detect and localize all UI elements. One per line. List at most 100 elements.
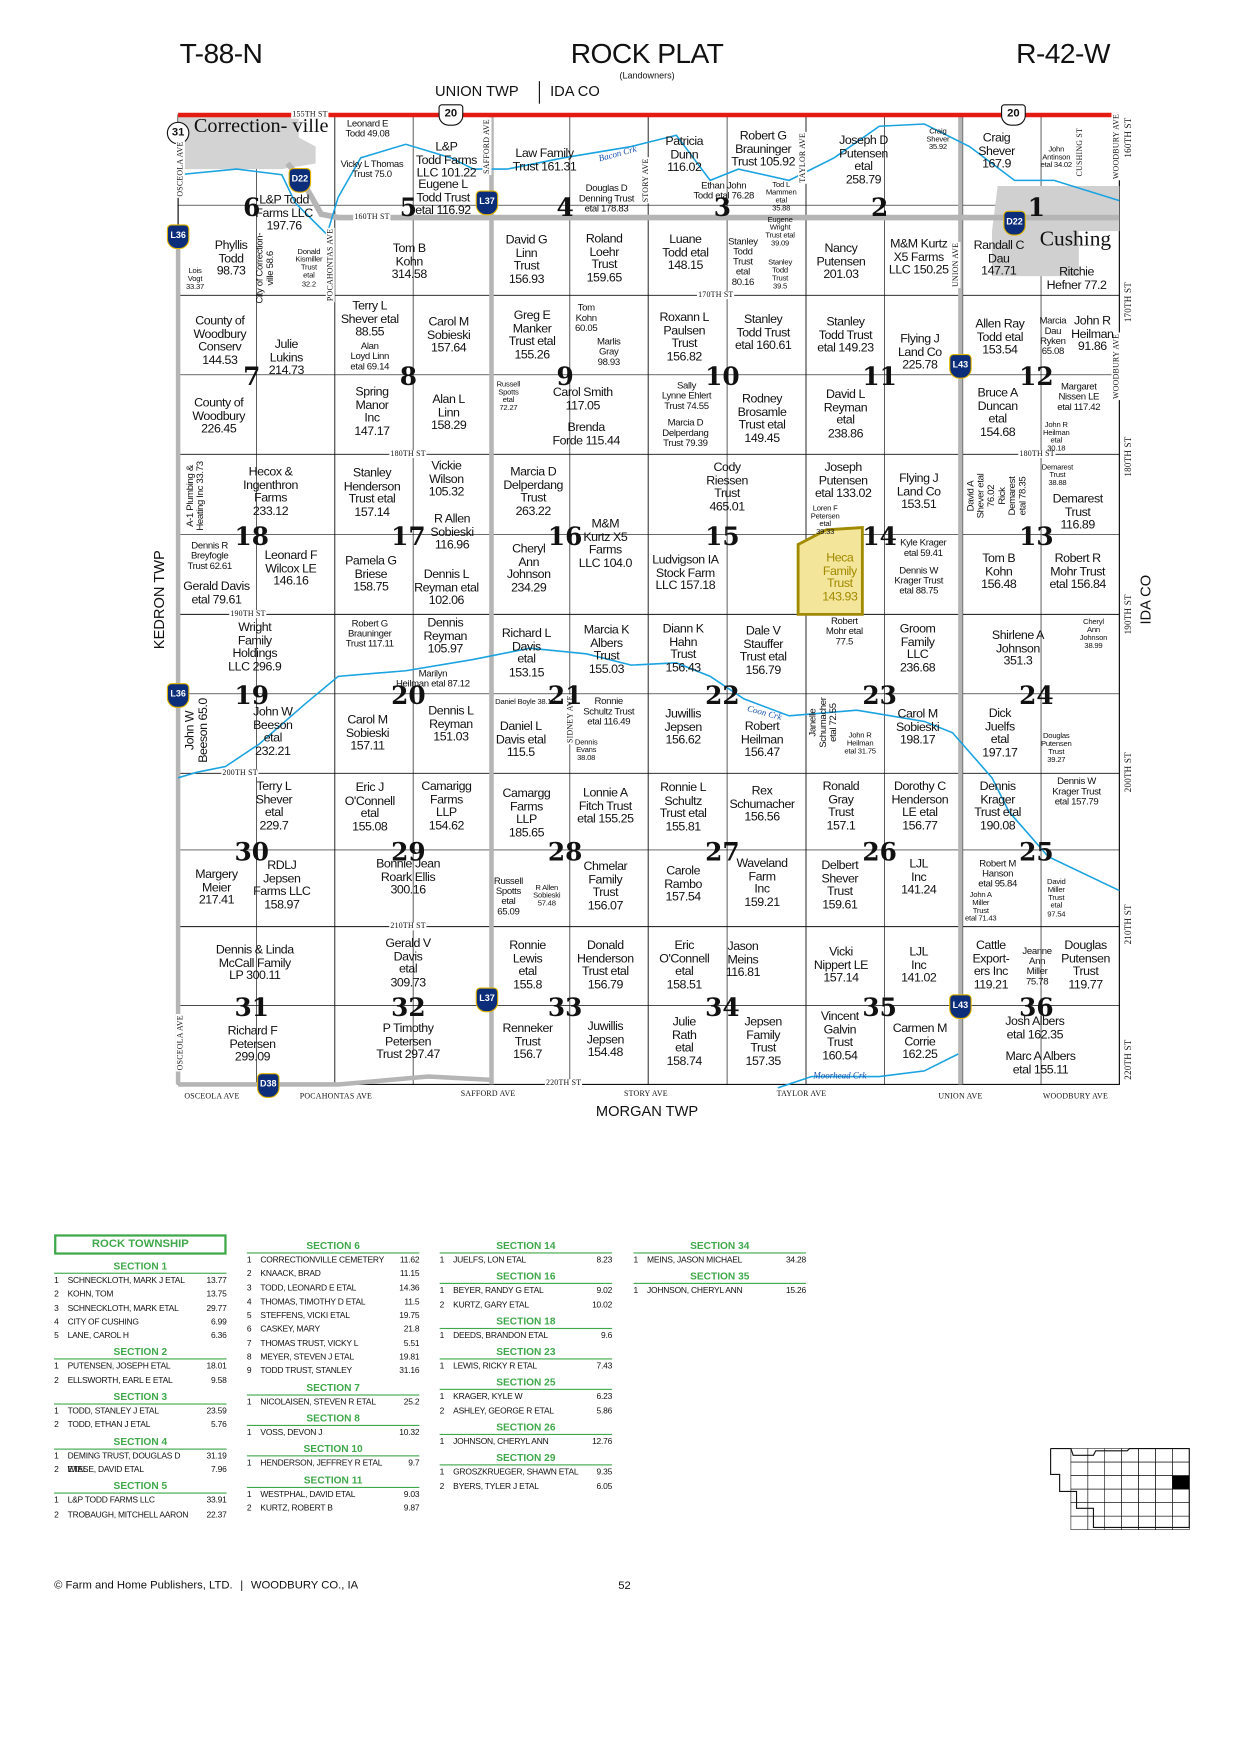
parcel-label: Tom B Kohn 156.48 bbox=[981, 552, 1017, 592]
parcel-label: Ronnie Schultz Trust etal 116.49 bbox=[583, 695, 635, 727]
parcel-label: Josh Albers etal 162.35 bbox=[1005, 1015, 1065, 1042]
parcel-label: Roland Loehr Trust 159.65 bbox=[585, 232, 623, 285]
owner-name: BYERS, TYLER J ETAL bbox=[453, 1480, 539, 1492]
parcel-label: Ritchie Hefner 77.2 bbox=[1046, 265, 1107, 292]
owner-name: TROBAUGH, MITCHELL AARON bbox=[67, 1508, 189, 1520]
parcel-number: 2 bbox=[54, 1419, 59, 1430]
parcel-label: Dennis Evans 38.08 bbox=[574, 738, 598, 763]
parcel-number: 1 bbox=[54, 1274, 59, 1286]
road-label-170th-st: 170TH ST bbox=[697, 290, 735, 300]
parcel-number: 1 bbox=[246, 1396, 252, 1407]
road-label-woodbury-ave-vertical: WOODBURY AVE bbox=[1111, 112, 1121, 181]
parcel-label: Dennis Krager Trust etal 190.08 bbox=[974, 779, 1021, 833]
parcel-label: Eric J O'Connell etal 155.08 bbox=[344, 781, 395, 834]
section-number-20: 20 bbox=[391, 681, 426, 712]
parcel-number: 1 bbox=[54, 1450, 59, 1461]
parcel-label: Dennis L Reyman 151.03 bbox=[428, 704, 474, 744]
parcel-label: Vicky L Thomas Trust 75.0 bbox=[340, 157, 404, 180]
section-number-35: 35 bbox=[862, 993, 897, 1023]
page-subtitle: (Landowners) bbox=[619, 70, 675, 81]
parcel-label: John Antinson etal 34.02 bbox=[1040, 145, 1073, 170]
parcel-label: Ronald Gray Trust 157.1 bbox=[822, 779, 860, 833]
parcel-label: Law Family Trust 161.31 bbox=[512, 147, 577, 174]
parcel-label: Spring Manor Inc 147.17 bbox=[354, 385, 390, 438]
parcel-label: Luane Todd etal 148.15 bbox=[662, 232, 709, 273]
owner-name: CITY OF CUSHING bbox=[67, 1316, 139, 1327]
road-label-220th-st: 220TH ST bbox=[544, 1078, 583, 1088]
road-label-cushing-st: CUSHING ST bbox=[1075, 126, 1085, 178]
parcel-label: John R Heilman 91.86 bbox=[1071, 314, 1114, 354]
acreage: 7.96 bbox=[211, 1464, 227, 1475]
road-label-union-ave: UNION AVE bbox=[937, 1091, 984, 1101]
parcel-label: County of Woodbury Conserv 144.53 bbox=[193, 314, 247, 367]
parcel-label: Heca Family Trust 143.93 bbox=[822, 551, 858, 604]
road-label-taylor-ave: TAYLOR AVE bbox=[775, 1089, 828, 1099]
county-road-l37-shield: L37 bbox=[475, 190, 499, 216]
parcel-label: Diann K Hahn Trust 156.43 bbox=[662, 622, 704, 675]
parcel-label: Robert R Mohr Trust etal 156.84 bbox=[1049, 552, 1106, 592]
section-number-16: 16 bbox=[547, 522, 583, 552]
parcel-label: Roxann L Paulsen Trust 156.82 bbox=[659, 311, 710, 364]
owner-name: LANE, CAROL H bbox=[67, 1330, 129, 1341]
parcel-label: Craig Shever 167.9 bbox=[978, 131, 1015, 172]
page-number: 52 bbox=[618, 1580, 631, 1593]
parcel-label: Margery Meier 217.41 bbox=[195, 867, 238, 908]
parcel-label: Dennis Reyman 105.97 bbox=[423, 616, 468, 656]
map-graphics bbox=[175, 112, 1120, 1089]
county-outline bbox=[1050, 1447, 1190, 1529]
parcel-number: 1 bbox=[633, 1254, 639, 1265]
acreage: 23.59 bbox=[206, 1405, 227, 1416]
moorhead-creek-label: Moorhead Crk bbox=[813, 1070, 867, 1081]
parcel-label: Daniel Boyle 38.18 bbox=[495, 698, 556, 707]
parcel-label: Russell Spotts etal 72.27 bbox=[496, 380, 521, 413]
owner-name: THOMAS, TIMOTHY D ETAL bbox=[260, 1296, 366, 1307]
acreage: 5.76 bbox=[211, 1419, 227, 1430]
road-label-180th-st: 180TH ST bbox=[389, 449, 427, 459]
owner-name: HENDERSON, JEFFREY R ETAL bbox=[260, 1457, 383, 1469]
section-number-17: 17 bbox=[391, 522, 426, 552]
county-label: WOODBURY CO., IA bbox=[250, 1579, 359, 1592]
parcel-label: Cattle Export- ers Inc 119.21 bbox=[972, 938, 1010, 992]
current-township-cell bbox=[1172, 1475, 1190, 1490]
parcel-label: Sally Lynne Ehlert Trust 74.55 bbox=[661, 379, 712, 411]
parcel-label: Richard F Petersen 299.09 bbox=[227, 1024, 278, 1064]
parcel-label: Eugene Wright Trust etal 39.09 bbox=[765, 216, 795, 249]
owner-name: L&P TODD FARMS LLC bbox=[67, 1495, 155, 1506]
owner-name: TODD, STANLEY J ETAL bbox=[67, 1405, 159, 1416]
owner-name: CASKEY, MARY bbox=[260, 1323, 320, 1335]
parcel-label: Nancy Putensen 201.03 bbox=[816, 242, 866, 282]
road-label-160th-st: 160TH ST bbox=[353, 212, 391, 222]
acreage: 15.26 bbox=[785, 1285, 806, 1296]
parcel-label: Dale V Stauffer Trust etal 156.79 bbox=[739, 624, 787, 677]
parcel-label: Craig Shever 35.92 bbox=[926, 127, 950, 152]
parcel-label: Demarest Trust 38.88 bbox=[1041, 463, 1074, 488]
parcel-label: Leonard F Wilcox LE 146.16 bbox=[264, 548, 318, 589]
parcel-label: Jason Meins 116.81 bbox=[725, 939, 761, 980]
section-number-11: 11 bbox=[862, 362, 897, 393]
parcel-label: Richard L Davis etal 153.15 bbox=[501, 626, 551, 680]
section-number-24: 24 bbox=[1019, 681, 1054, 712]
owner-name: TODD, ETHAN J ETAL bbox=[67, 1419, 151, 1430]
parcel-label: Demarest Trust 116.89 bbox=[1052, 492, 1104, 532]
section-number-19: 19 bbox=[234, 681, 270, 712]
moorhead-creek bbox=[777, 1053, 959, 1089]
footer-divider: | bbox=[240, 1579, 244, 1592]
road-label-210th-st-east: 210TH ST bbox=[1123, 903, 1134, 946]
parcel-label: Rodney Brosamle Trust etal 149.45 bbox=[737, 392, 787, 445]
acreage: 19.81 bbox=[399, 1351, 420, 1362]
legend-section-header: SECTION 35 bbox=[633, 1270, 806, 1285]
parcel-label: Donald Henderson Trust etal 156.79 bbox=[577, 938, 634, 992]
parcel-number: 1 bbox=[439, 1467, 445, 1478]
owner-name: STEFFENS, VICKI ETAL bbox=[260, 1310, 350, 1321]
parcel-number: 1 bbox=[246, 1457, 252, 1469]
legend-section-header: SECTION 18 bbox=[439, 1314, 613, 1329]
